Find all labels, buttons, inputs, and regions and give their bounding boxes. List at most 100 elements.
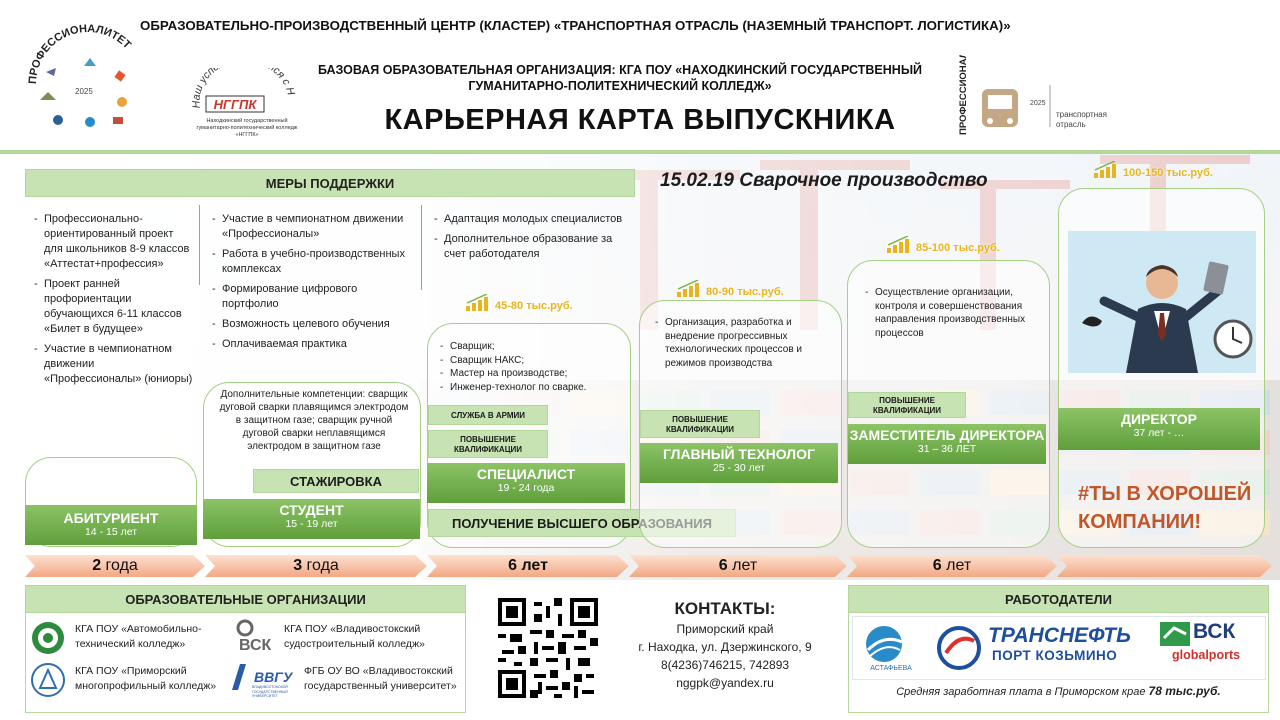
education-orgs-header: ОБРАЗОВАТЕЛЬНЫЕ ОРГАНИЗАЦИИ (25, 585, 466, 613)
timeline-segment: 6 лет (629, 555, 847, 577)
average-salary-note: Средняя заработная плата в Приморском кр… (848, 684, 1269, 698)
prof-right-year: 2025 (1030, 100, 1046, 107)
list-item: Участие в чемпионатном движении «Професс… (212, 212, 412, 242)
student-extra-competences: Дополнительные компетенции: сварщик дуго… (219, 389, 409, 452)
astafyeva-logo: АСТАФЬЕВА (856, 620, 926, 676)
timeline-segment (1057, 555, 1272, 577)
vsk-college-logo-icon: ВСК (235, 618, 279, 654)
contacts-email[interactable]: nggpk@yandex.ru (676, 676, 774, 690)
list-item: Адаптация молодых специалистов (434, 212, 634, 227)
header-divider (0, 150, 1280, 154)
timeline-unit: года (306, 557, 339, 574)
list-item: Сварщик НАКС; (440, 354, 625, 368)
list-item: Осуществление организации, контроля и со… (865, 286, 1035, 340)
stage-name: СПЕЦИАЛИСТ (476, 466, 576, 482)
transneft-logo-top: ТРАНСНЕФТЬ (988, 624, 1131, 647)
stage-name: ЗАМЕСТИТЕЛЬ ДИРЕКТОРА (849, 427, 1045, 443)
prof-left-year: 2025 (75, 87, 93, 96)
stage-name: ГЛАВНЫЙ ТЕХНОЛОГ (663, 446, 815, 462)
timeline-num: 6 (718, 557, 728, 574)
college-logo: Наш успех начинается с Нас НГГПК Находки… (189, 53, 302, 146)
header-cluster-title: ОБРАЗОВАТЕЛЬНО-ПРОИЗВОДСТВЕННЫЙ ЦЕНТР (К… (140, 18, 1011, 33)
contacts-title: КОНТАКТЫ: (674, 599, 776, 618)
list-item: Формирование цифрового портфолио (212, 282, 412, 312)
stage-age: 19 - 24 года (497, 482, 555, 494)
college-abbr: НГГПК (214, 97, 258, 112)
stage-name: СТУДЕНТ (279, 502, 344, 518)
list-item: Инженер-технолог по сварке. (440, 381, 625, 395)
stage-age: 25 - 30 лет (712, 462, 766, 474)
deputy-duties-list: Осуществление организации, контроля и со… (865, 286, 1035, 340)
timeline-unit: года (105, 557, 138, 574)
vvgu-logo-icon: ВВГУ ВЛАДИВОСТОКСКИЙ ГОСУДАРСТВЕННЫЙ УНИ… (230, 660, 302, 698)
vsk-logo-text: ВСК (1193, 620, 1236, 643)
timeline-unit: лет (521, 557, 548, 574)
pmk-logo-icon (30, 662, 66, 703)
list-item: Проект ранней профориентации обучающихся… (34, 277, 194, 337)
list-item: Дополнительное образование за счет работ… (434, 232, 634, 262)
support-list-student: Участие в чемпионатном движении «Професс… (212, 212, 412, 357)
vvgu-caption: ВЛАДИВОСТОКСКИЙ ГОСУДАРСТВЕННЫЙ УНИВЕРСИ… (252, 685, 288, 698)
header-base-organization: БАЗОВАЯ ОБРАЗОВАТЕЛЬНАЯ ОРГАНИЗАЦИЯ: КГА… (317, 63, 923, 93)
support-list-school: Профессионально-ориентированный проект д… (34, 212, 194, 392)
list-item: Организация, разработка и внедрение прог… (655, 316, 830, 370)
list-item: Работа в учебно-производственных комплек… (212, 247, 412, 277)
atk-logo-icon (30, 620, 66, 661)
chief-salary: 80-90 тыс.руб. (676, 280, 784, 298)
vsk-globalports-logo: ВСК globalports (1160, 620, 1264, 676)
timeline-segment: 3 года (205, 555, 427, 577)
coins-growth-icon (677, 280, 699, 297)
salary-value: 100-150 тыс.руб. (1123, 167, 1213, 179)
vvgu-logo-text: ВВГУ (254, 669, 294, 685)
astafyeva-logo-text: АСТАФЬЕВА (870, 665, 912, 672)
timeline-num: 2 (92, 557, 102, 574)
transneft-logo: ТРАНСНЕФТЬ ПОРТ КОЗЬМИНО (932, 620, 1154, 676)
chief-duties-list: Организация, разработка и внедрение прог… (655, 316, 830, 370)
employers-logos-strip (852, 616, 1266, 680)
transneft-logo-bottom: ПОРТ КОЗЬМИНО (992, 648, 1118, 663)
coins-growth-icon (1094, 161, 1116, 178)
org-vvgu: ФГБ ОУ ВО «Владивостокский государственн… (304, 665, 457, 692)
contacts-block: КОНТАКТЫ: Приморский край г. Находка, ул… (610, 598, 840, 692)
qualification-badge: ПОВЫШЕНИЕ КВАЛИФИКАЦИИ (428, 430, 548, 458)
average-salary-value: 78 тыс.руб. (1148, 684, 1221, 698)
average-salary-label: Средняя заработная плата в Приморском кр… (896, 686, 1149, 698)
slogan: #ТЫ В ХОРОШЕЙ КОМПАНИИ! (1078, 483, 1252, 533)
specialist-salary: 45-80 тыс.руб. (465, 294, 573, 312)
chief-stage-bar: ГЛАВНЫЙ ТЕХНОЛОГ 25 - 30 лет (640, 443, 838, 483)
support-list-employee: Адаптация молодых специалистов Дополните… (434, 212, 634, 267)
contacts-address: г. Находка, ул. Дзержинского, 9 (638, 640, 812, 654)
army-service-badge: СЛУЖБА В АРМИИ (428, 405, 548, 425)
qr-code[interactable] (498, 598, 598, 698)
stage-age: 37 лет - … (1133, 427, 1185, 439)
contacts-region: Приморский край (676, 622, 774, 636)
timeline-segment: 2 года (25, 555, 205, 577)
professionalitet-logo-left: ПРОФЕССИОНАЛИТЕТ 2025 (18, 22, 158, 140)
director-stage-bar: ДИРЕКТОР 37 лет - … (1058, 408, 1260, 450)
page-title: КАРЬЕРНАЯ КАРТА ВЫПУСКНИКА (384, 104, 896, 136)
timeline-segment: 6 лет (427, 555, 629, 577)
timeline-unit: лет (946, 557, 972, 574)
support-column-divider (199, 205, 200, 285)
globalports-logo-text: globalports (1172, 648, 1241, 662)
stage-name: ДИРЕКТОР (1120, 411, 1198, 427)
coins-growth-icon (887, 236, 909, 253)
employers-header: РАБОТОДАТЕЛИ (848, 585, 1269, 613)
stage-name: АБИТУРИЕНТ (63, 510, 159, 526)
prof-right-vertical-text: ПРОФЕССИОНАЛИТЕТ (958, 55, 969, 135)
salary-value: 85-100 тыс.руб. (916, 242, 1000, 254)
list-item: Профессионально-ориентированный проект д… (34, 212, 194, 272)
timeline-num: 3 (293, 557, 303, 574)
prof-right-sector: транспортная отрасль (1056, 110, 1107, 129)
org-vsk: КГА ПОУ «Владивостокский судостроительны… (284, 623, 425, 650)
list-item: Мастер на производстве; (440, 367, 625, 381)
stage-age: 31 – 36 ЛЕТ (917, 443, 977, 455)
list-item: Оплачиваемая практика (212, 337, 412, 352)
deputy-stage-bar: ЗАМЕСТИТЕЛЬ ДИРЕКТОРА 31 – 36 ЛЕТ (848, 424, 1046, 464)
salary-value: 80-90 тыс.руб. (706, 286, 784, 298)
coins-growth-icon (466, 294, 488, 311)
contacts-phones[interactable]: 8(4236)746215, 742893 (660, 658, 790, 672)
timeline-segment: 6 лет (847, 555, 1057, 577)
director-salary: 100-150 тыс.руб. (1093, 161, 1213, 179)
deputy-salary: 85-100 тыс.руб. (886, 236, 1000, 254)
